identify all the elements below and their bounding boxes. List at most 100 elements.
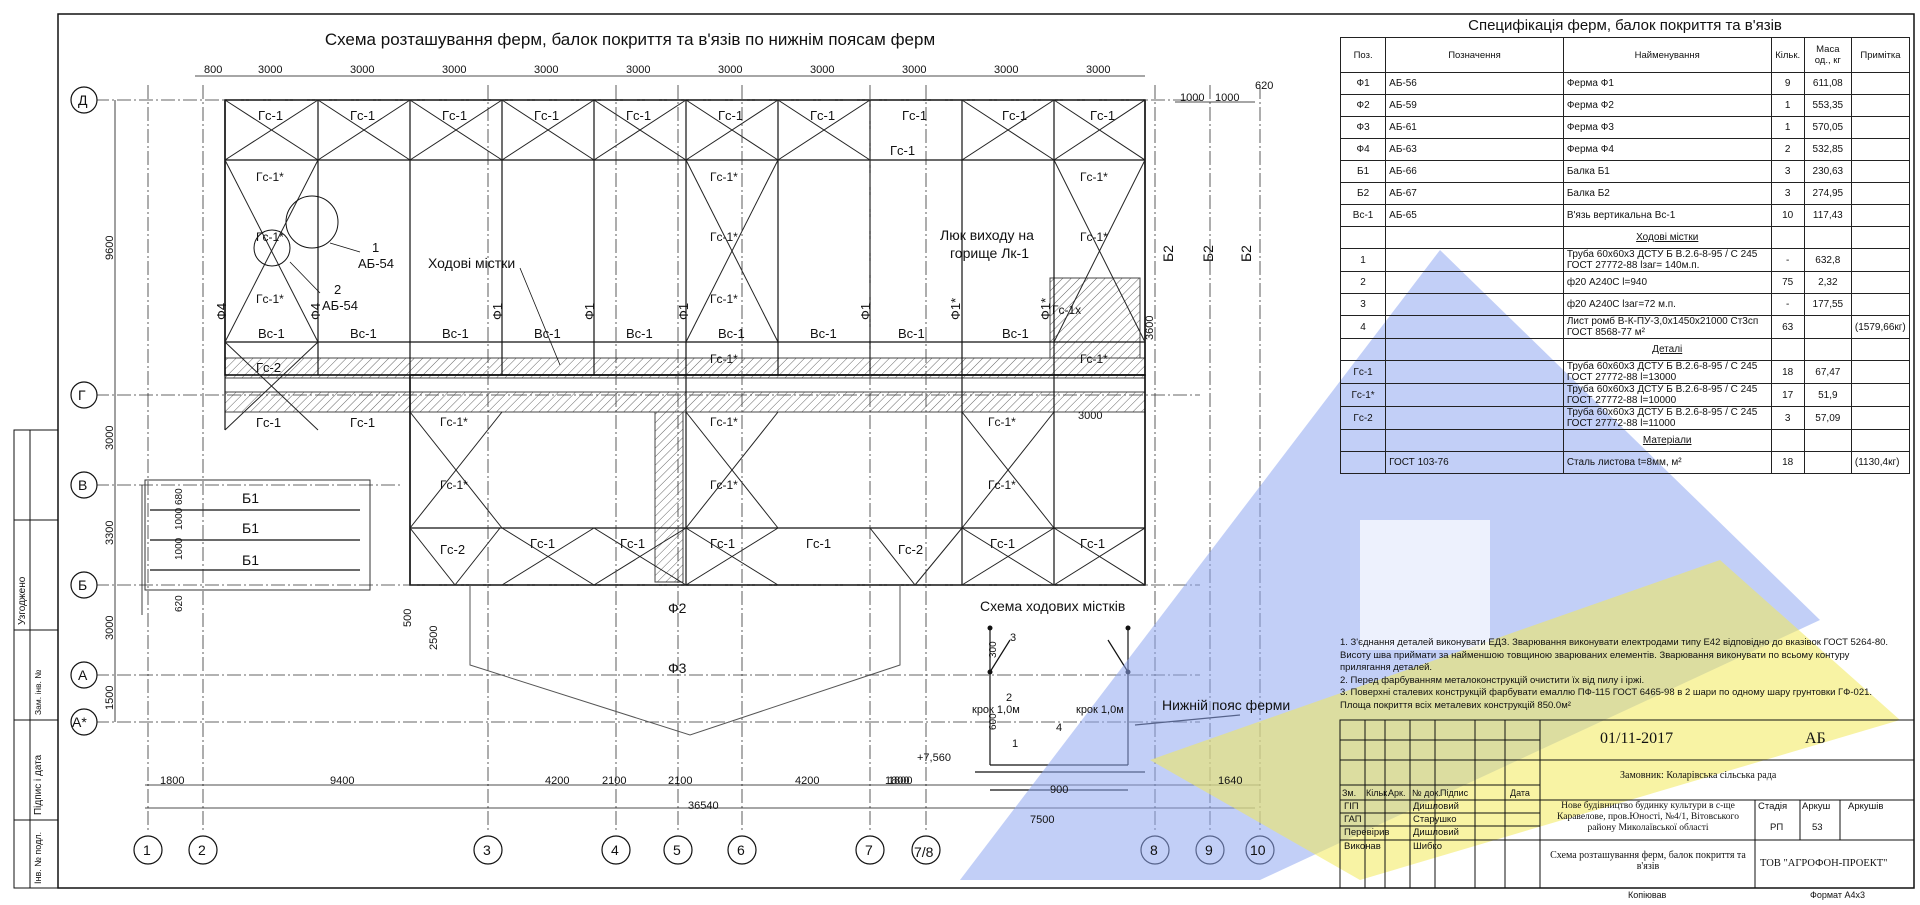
spec-cell: 3 — [1770, 160, 1805, 183]
stamp-replace-inv: Зам. інв. № — [33, 669, 43, 715]
callout-leader-1 — [329, 242, 361, 253]
truss-brace-label: Гс-1 — [626, 108, 652, 123]
walkway-band-vertical — [654, 411, 684, 583]
sheet-head: Аркуш — [1802, 801, 1831, 812]
spec-cell — [1385, 338, 1564, 361]
tb-col-sign: Підпис — [1440, 788, 1469, 798]
hatch-opening — [1049, 277, 1141, 359]
watermark-window — [1360, 520, 1490, 650]
spec-cell — [1339, 429, 1387, 452]
dimension-label: 2500 — [428, 625, 440, 650]
truss-brace-label: Гс-1 — [710, 536, 736, 551]
tb-col-doc: № док. — [1412, 788, 1441, 798]
spec-cell: 75 — [1770, 271, 1805, 294]
spec-cell: АБ-61 — [1385, 116, 1564, 139]
truss-brace-label: Гс-1 — [1090, 108, 1116, 123]
dimension-label: 1000 — [1180, 92, 1205, 104]
spec-cell: ф20 А240С lзаг=72 м.п. — [1562, 293, 1772, 316]
customer: Замовник: Коларівська сільська рада — [1620, 770, 1777, 781]
truss-brace-label: Гс-1 — [530, 536, 556, 551]
spec-cell — [1850, 160, 1911, 183]
truss-brace-star-label: Гс-1* — [988, 415, 1016, 429]
spec-cell: 63 — [1770, 315, 1805, 339]
truss-brace-star-label: Гс-1* — [710, 478, 738, 492]
truss-brace-label: Гс-1 — [990, 536, 1016, 551]
truss-f4-label: Ф4 — [308, 302, 323, 320]
spec-cell: 10 — [1770, 204, 1805, 227]
dimension-label: 7500 — [1030, 814, 1055, 826]
brace-gs2-label: Гс-2 — [898, 542, 924, 557]
spec-table: Поз. Позначення Найменування Кільк. Маса… — [1339, 37, 1911, 474]
spec-cell: 177,55 — [1803, 293, 1852, 316]
spec-cell — [1850, 248, 1911, 272]
lower-chord-label: Нижній пояс ферми — [1162, 697, 1291, 713]
truss-brace-label: Гс-1 — [1002, 108, 1028, 123]
title-block-grid — [1339, 719, 1915, 889]
plan-title: Схема розташування ферм, балок покриття … — [324, 30, 936, 49]
truss-brace-star-label: Гс-1* — [1080, 170, 1108, 184]
beam-b1-label: Б1 — [242, 552, 259, 568]
spec-cell: 57,09 — [1803, 406, 1852, 430]
total-dimension-label: 36540 — [688, 800, 719, 812]
spec-cell: 18 — [1770, 360, 1805, 384]
spec-cell: 274,95 — [1803, 182, 1852, 205]
truss-f1-label: Ф1 — [676, 302, 691, 320]
spec-cell: 4 — [1339, 315, 1387, 339]
truss-f1star-label: Ф1* — [1038, 297, 1053, 320]
spec-col-name: Найменування — [1562, 37, 1772, 73]
truss-brace-label: Гс-1 — [902, 108, 928, 123]
tb-col-zm: Зм. — [1342, 788, 1357, 798]
spec-section-title: Деталі — [1562, 338, 1772, 361]
spec-cell: - — [1770, 293, 1805, 316]
walkways-label: Ходові містки — [428, 255, 516, 271]
truss-f1-label: Ф1 — [490, 302, 505, 320]
axis-number: 7 — [865, 842, 873, 858]
dimension-label: 800 — [204, 64, 223, 76]
stamp-sign-date: Підпис і дата — [33, 754, 44, 815]
axis-number: 1 — [143, 842, 151, 858]
vertical-brace-label: Вс-1 — [626, 326, 653, 341]
dimension-label: 3000 — [1086, 64, 1111, 76]
spec-cell — [1385, 315, 1564, 339]
hatch-label: Люк виходу на — [940, 227, 1034, 243]
dimension-label: 3000 — [104, 615, 116, 640]
dimension-lines — [114, 75, 1260, 809]
spec-cell — [1339, 451, 1387, 474]
spec-cell: АБ-56 — [1385, 72, 1564, 95]
beam-b1-label: Б1 — [242, 490, 259, 506]
walkway-mark: 1 — [1012, 738, 1019, 750]
truss-rows — [225, 159, 1145, 529]
dimension-label: 3000 — [902, 64, 927, 76]
walkway-step-label: крок 1,0м — [972, 704, 1020, 716]
truss-brace-star-label: Гс-1* — [440, 415, 468, 429]
spec-cell: Ф2 — [1339, 94, 1387, 117]
dimension-label: 3000 — [718, 64, 743, 76]
beams-b1 — [150, 509, 360, 571]
dimension-label: 680 — [174, 488, 185, 505]
spec-cell: Труба 60х60х3 ДСТУ Б В.2.6-8-95 / С 245 … — [1562, 360, 1772, 384]
spec-cell: 532,85 — [1803, 138, 1852, 161]
drawing-name: Схема розташування ферм, балок покриття … — [1550, 850, 1746, 872]
walkway-node — [987, 625, 993, 631]
vertical-brace-label: Вс-1 — [534, 326, 561, 341]
beam-b1-label: Б1 — [242, 520, 259, 536]
dimension-label: 4200 — [545, 775, 570, 787]
spec-cell: 230,63 — [1803, 160, 1852, 183]
spec-cell: АБ-63 — [1385, 138, 1564, 161]
spec-cell: 2,32 — [1803, 271, 1852, 294]
spec-header-row: Поз. Позначення Найменування Кільк. Маса… — [1339, 37, 1911, 73]
walkway-leader — [519, 267, 561, 366]
dimension-label: 1800 — [160, 775, 185, 787]
spec-cell: Ф3 — [1339, 116, 1387, 139]
spec-cell: АБ-59 — [1385, 94, 1564, 117]
callout-code: АБ-54 — [358, 256, 394, 271]
spec-cell: 17 — [1770, 383, 1805, 407]
truss-brace-star-label: Гс-1* — [710, 170, 738, 184]
spec-cell — [1385, 248, 1564, 272]
spec-col-note: Примітка — [1850, 37, 1911, 73]
spec-cell — [1385, 429, 1564, 452]
brace-gs2-label: Гс-2 — [440, 542, 466, 557]
